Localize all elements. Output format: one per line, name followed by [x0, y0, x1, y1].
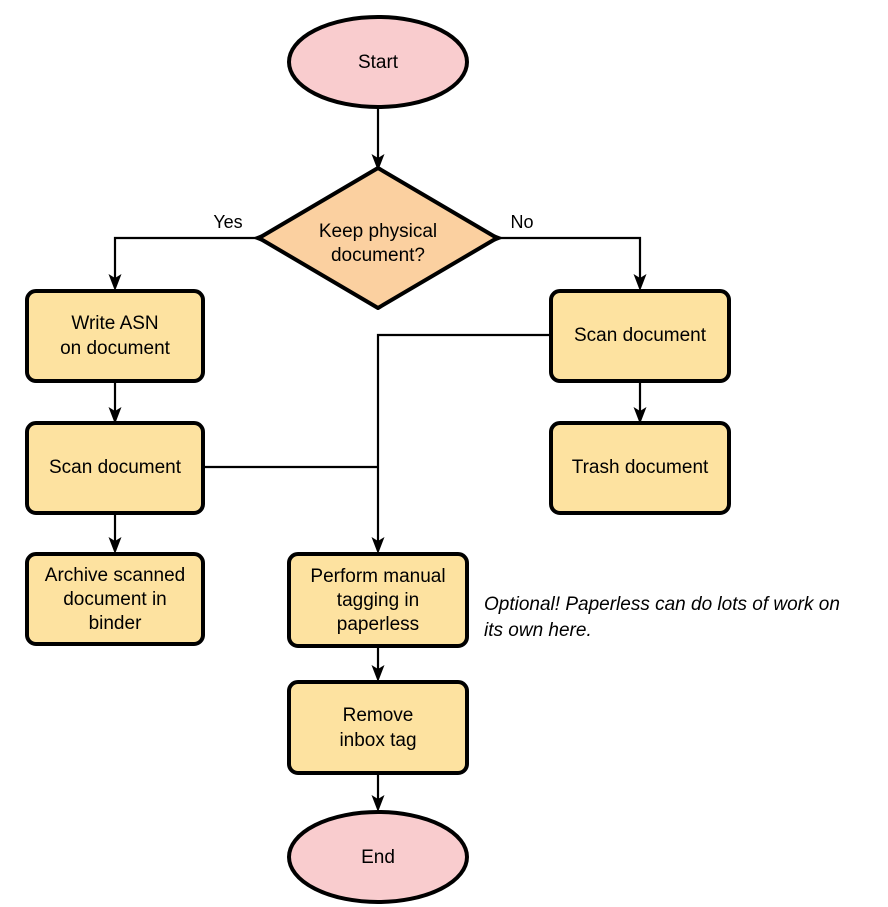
node-write-asn-label-line2: on document	[60, 338, 171, 359]
edge-decision-no-to-scan-right	[487, 231, 647, 291]
node-manual-tagging-label-line2: tagging in	[337, 590, 419, 611]
start-ellipse-shape	[287, 15, 469, 109]
edge-manual-tagging-to-remove-inbox	[371, 647, 385, 682]
node-archive-label-line3: binder	[89, 613, 142, 634]
node-manual-tagging-label-line3: paperless	[337, 614, 419, 635]
node-end-label: End	[361, 847, 395, 868]
edge-remove-inbox-to-end	[371, 773, 385, 812]
edge-label-yes: Yes	[213, 212, 242, 232]
node-start[interactable]: Start	[287, 15, 469, 109]
node-remove-inbox-tag[interactable]: Remove inbox tag	[287, 680, 469, 775]
manual-tagging-rect-shape	[287, 552, 469, 648]
node-scan-left-label: Scan document	[49, 457, 182, 478]
edge-label-no: No	[510, 212, 533, 232]
node-scan-document-right[interactable]: Scan document	[549, 289, 731, 383]
node-decision-label-line2: document?	[331, 245, 425, 266]
edge-write-asn-to-scan-left	[108, 382, 122, 424]
annotation-line1: Optional! Paperless can do lots of work …	[484, 594, 840, 615]
decision-diamond-shape	[257, 166, 499, 310]
node-archive-label-line1: Archive scanned	[45, 565, 185, 586]
node-archive-label-line2: document in	[63, 589, 167, 610]
edge-decision-yes-to-write-asn	[108, 231, 269, 291]
node-archive-binder[interactable]: Archive scanned document in binder	[25, 552, 205, 646]
node-scan-right-label: Scan document	[574, 325, 707, 346]
node-decision-keep-physical[interactable]: Keep physical document?	[257, 166, 499, 310]
write-asn-rect-shape	[25, 289, 205, 383]
node-remove-inbox-label-line2: inbox tag	[339, 730, 416, 751]
node-decision-label-line1: Keep physical	[319, 221, 437, 242]
node-remove-inbox-label-line1: Remove	[343, 705, 414, 726]
node-trash-document[interactable]: Trash document	[549, 421, 731, 515]
annotation-line2: its own here.	[484, 620, 592, 641]
edge-scan-right-to-manual-tagging	[371, 333, 551, 554]
edge-start-to-decision	[371, 108, 385, 171]
edge-scan-left-to-archive	[108, 513, 122, 554]
remove-inbox-rect-shape	[287, 680, 469, 775]
annotation-optional-paperless: Optional! Paperless can do lots of work …	[484, 594, 840, 641]
archive-binder-rect-shape	[25, 552, 205, 646]
node-trash-label: Trash document	[572, 457, 709, 478]
trash-rect-shape	[549, 421, 731, 515]
node-write-asn[interactable]: Write ASN on document	[25, 289, 205, 383]
end-ellipse-shape	[287, 810, 469, 904]
scan-right-rect-shape	[549, 289, 731, 383]
node-end[interactable]: End	[287, 810, 469, 904]
node-manual-tagging-label-line1: Perform manual	[310, 566, 445, 587]
node-manual-tagging[interactable]: Perform manual tagging in paperless	[287, 552, 469, 648]
node-scan-document-left[interactable]: Scan document	[25, 421, 205, 515]
scan-left-rect-shape	[25, 421, 205, 515]
edge-scan-right-to-trash	[633, 382, 647, 424]
node-start-label: Start	[358, 52, 399, 73]
node-write-asn-label-line1: Write ASN	[71, 313, 158, 334]
